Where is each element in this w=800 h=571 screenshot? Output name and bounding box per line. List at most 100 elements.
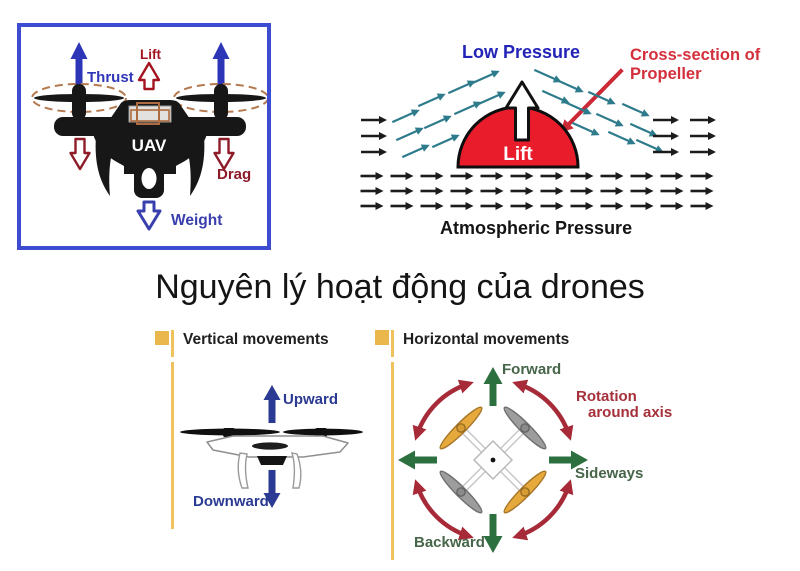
propeller-pressure-panel: Lift Low Pressure Cross-section of Prope… bbox=[350, 40, 795, 245]
airflow-arrow bbox=[653, 132, 679, 140]
rotor-disc-dashed-left bbox=[31, 83, 127, 113]
airflow-arrow bbox=[595, 112, 624, 127]
backward-arrow bbox=[483, 514, 503, 553]
uav-leg-left bbox=[95, 136, 118, 196]
airflow-arrow bbox=[390, 172, 414, 180]
thrust-arrow-left bbox=[70, 42, 88, 107]
horizontal-movements-header: Horizontal movements bbox=[403, 331, 570, 348]
rotation-arc-top-left bbox=[412, 379, 474, 441]
airflow-arrow bbox=[390, 187, 414, 195]
vertical-movement-diagram bbox=[180, 385, 363, 508]
downward-label: Downward bbox=[193, 493, 269, 510]
airflow-arrow bbox=[660, 202, 684, 210]
motor-right bbox=[214, 84, 228, 120]
airflow-arrow bbox=[480, 202, 504, 210]
forward-arrow bbox=[483, 367, 503, 406]
airflow-arrow bbox=[563, 100, 592, 115]
airflow-arrow bbox=[587, 90, 616, 105]
uav-leg-right bbox=[182, 136, 205, 196]
side-motor-left bbox=[223, 428, 235, 437]
airflow-arrow bbox=[360, 172, 384, 180]
airflow-arrow bbox=[571, 121, 600, 136]
sideways-arrow-right bbox=[549, 450, 588, 470]
low-pressure-label: Low Pressure bbox=[462, 42, 581, 62]
accent-line-top bbox=[171, 330, 174, 357]
airflow-arrow bbox=[361, 132, 387, 140]
gimbal-mount bbox=[257, 456, 287, 465]
airflow-arrow bbox=[417, 93, 446, 108]
vertical-movements-header: Vertical movements bbox=[183, 331, 329, 348]
airflow-arrow bbox=[477, 91, 506, 106]
drag-arrow-right bbox=[213, 137, 235, 171]
airflow-arrow bbox=[540, 172, 564, 180]
weight-label: Weight bbox=[171, 212, 223, 229]
airflow-arrow bbox=[690, 187, 714, 195]
airflow-arrow bbox=[390, 202, 414, 210]
airflow-arrow bbox=[480, 187, 504, 195]
airflow-arrow bbox=[450, 172, 474, 180]
airflow-arrow bbox=[510, 172, 534, 180]
cross-section-label: Cross-section of Propeller bbox=[630, 46, 761, 83]
airflow-arrow bbox=[570, 202, 594, 210]
airflow-arrow bbox=[361, 116, 387, 124]
uav-forces-diagram: UAV bbox=[31, 42, 267, 231]
airflow-arrow bbox=[630, 172, 654, 180]
upward-label: Upward bbox=[283, 391, 339, 408]
airflow-arrow bbox=[401, 144, 430, 159]
airflow-arrow bbox=[629, 122, 658, 137]
page-title: Nguyên lý hoạt động của drones bbox=[155, 268, 645, 306]
propeller-gray-front-right bbox=[503, 406, 547, 450]
forward-label: Forward bbox=[502, 361, 562, 378]
lift-dome-label: Lift bbox=[503, 144, 533, 165]
rotation-arc-top-right bbox=[512, 379, 574, 441]
rotation-label-line2: around axis bbox=[588, 404, 673, 421]
propeller-yellow-rear-right bbox=[503, 470, 547, 514]
airflow-arrow bbox=[540, 202, 564, 210]
propeller-gray-rear-left bbox=[439, 470, 483, 514]
thrust-label: Thrust bbox=[87, 69, 134, 86]
accent-line-top bbox=[391, 330, 394, 357]
airflow-arrow bbox=[391, 109, 420, 124]
vertical-movements-panel: Vertical movements Upward Downward bbox=[145, 325, 380, 537]
backward-label: Backward bbox=[414, 534, 485, 551]
rotation-label: Rotation around axis bbox=[576, 389, 672, 421]
airflow-arrow bbox=[541, 89, 570, 104]
horizontal-movement-diagram bbox=[398, 367, 588, 553]
airflow-arrow bbox=[635, 138, 664, 153]
airflow-arrow bbox=[420, 172, 444, 180]
airflow-arrow bbox=[395, 127, 424, 142]
airflow-arrow bbox=[690, 202, 714, 210]
airflow-arrow bbox=[510, 187, 534, 195]
airflow-arrow bbox=[450, 202, 474, 210]
airflow-arrow bbox=[420, 202, 444, 210]
uav-label: UAV bbox=[132, 136, 167, 155]
drag-arrow-left bbox=[69, 137, 91, 171]
rotation-label-line1: Rotation bbox=[576, 388, 637, 405]
fuselage-emblem bbox=[252, 442, 288, 450]
airflow-arrow bbox=[690, 172, 714, 180]
airflow-arrow bbox=[540, 187, 564, 195]
horizontal-movements-panel: Horizontal movements bbox=[370, 325, 675, 565]
airflow-arrow bbox=[510, 202, 534, 210]
lift-arrow bbox=[137, 61, 161, 91]
uav-forces-panel: UAV Thrust Lift Drag Weight bbox=[17, 23, 271, 250]
battery-outline-outer bbox=[130, 109, 170, 122]
accent-square-icon bbox=[155, 331, 169, 345]
landing-leg-right bbox=[290, 452, 302, 489]
airflow-arrow bbox=[690, 116, 716, 124]
drag-label: Drag bbox=[217, 166, 252, 183]
sideways-arrow-left bbox=[398, 450, 437, 470]
airflow-diagram: Lift bbox=[360, 68, 716, 210]
airflow-arrow bbox=[570, 172, 594, 180]
downward-arrow bbox=[263, 470, 281, 508]
accent-line bbox=[171, 362, 174, 529]
airflow-arrow bbox=[653, 116, 679, 124]
airflow-arrow bbox=[533, 68, 562, 83]
rotation-arc-bottom-left bbox=[412, 479, 474, 541]
atmospheric-pressure-label: Atmospheric Pressure bbox=[440, 218, 633, 238]
thrust-arrow-right bbox=[212, 42, 230, 107]
airflow-arrow bbox=[480, 172, 504, 180]
airflow-arrow bbox=[600, 172, 624, 180]
weight-arrow bbox=[136, 200, 162, 231]
airflow-arrow bbox=[453, 101, 482, 116]
